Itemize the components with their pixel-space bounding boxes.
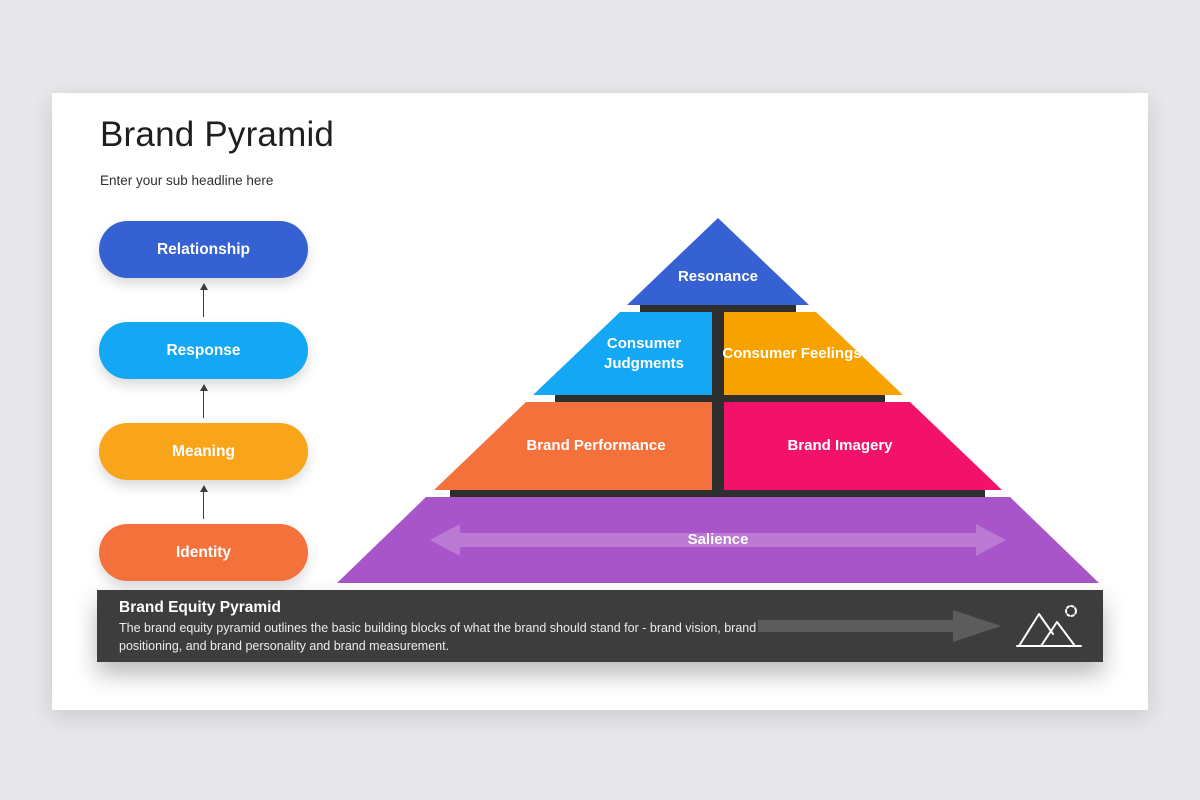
- pill-relationship: Relationship: [99, 221, 308, 278]
- footer-bar: Brand Equity Pyramid The brand equity py…: [97, 590, 1103, 662]
- page-subtitle: Enter your sub headline here: [100, 173, 274, 188]
- pyramid-segment-resonance: [627, 218, 809, 305]
- up-arrow-icon: [99, 480, 308, 524]
- label-salience: Salience: [687, 530, 749, 548]
- pyramid-segment-brand-performance: [434, 402, 712, 490]
- pyramid-divider: [555, 395, 885, 402]
- pyramid-divider: [640, 305, 796, 312]
- up-arrow-icon: [99, 379, 308, 423]
- pyramid-segment-brand-imagery: [724, 402, 1002, 490]
- pyramid-shapes: [337, 218, 1099, 583]
- mountain-sun-icon: [1016, 605, 1082, 647]
- pill-response: Response: [99, 322, 308, 379]
- pill-stack: Relationship Response Meaning Identity: [99, 221, 308, 581]
- pill-meaning: Meaning: [99, 423, 308, 480]
- pyramid-segment-consumer-feelings: [724, 312, 903, 395]
- label-consumer-judgments: Consumer Judgments: [603, 334, 684, 372]
- footer-text: Brand Equity Pyramid The brand equity py…: [119, 599, 774, 656]
- page-title: Brand Pyramid: [100, 115, 335, 154]
- pyramid-divider: [450, 490, 985, 497]
- pyramid-segment-consumer-judgments: [533, 312, 712, 395]
- up-arrow-icon: [99, 278, 308, 322]
- label-brand-performance: Brand Performance: [526, 436, 666, 454]
- double-arrow-icon: [430, 524, 1006, 556]
- label-consumer-feelings: Consumer Feelings: [722, 344, 862, 362]
- right-arrow-icon: [758, 610, 1001, 642]
- footer-description: The brand equity pyramid outlines the ba…: [119, 621, 757, 653]
- brand-pyramid-diagram: Resonance Consumer Judgments Consumer Fe…: [330, 210, 1110, 585]
- label-resonance: Resonance: [677, 267, 759, 285]
- footer-title: Brand Equity Pyramid: [119, 599, 281, 616]
- pill-identity: Identity: [99, 524, 308, 581]
- label-brand-imagery: Brand Imagery: [787, 436, 893, 454]
- pyramid-segment-salience: [337, 497, 1099, 583]
- slide: Brand Pyramid Enter your sub headline he…: [52, 93, 1148, 710]
